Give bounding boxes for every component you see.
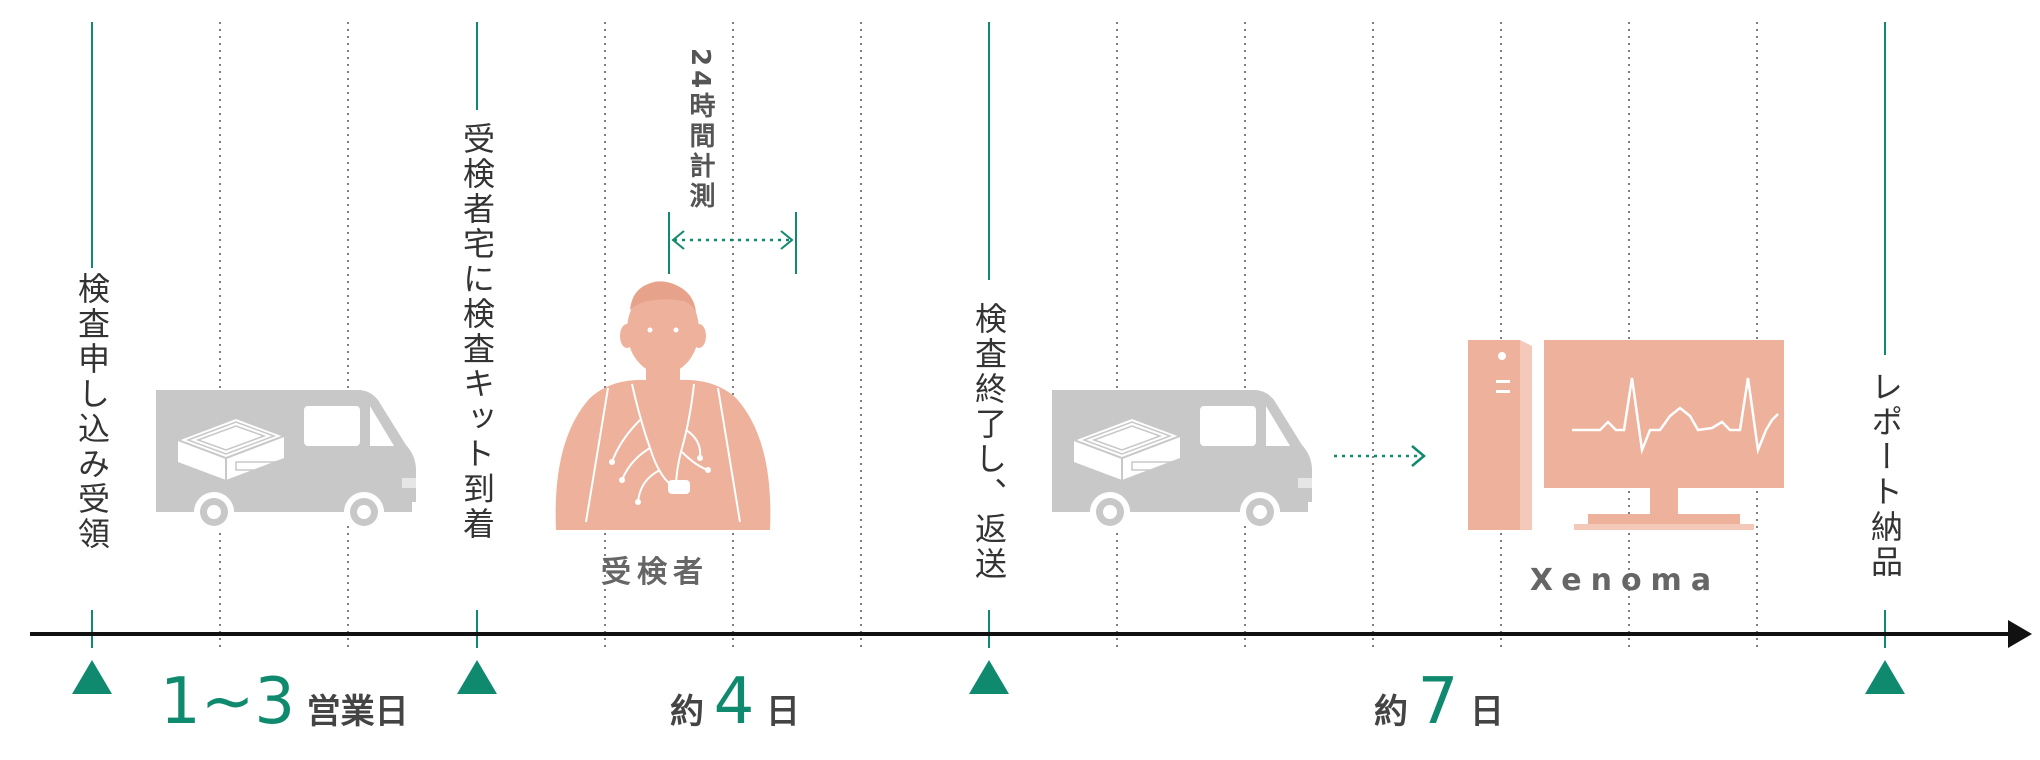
person-with-sensors-icon — [555, 281, 771, 530]
measure-label: 24時間計測 — [685, 48, 715, 212]
duration-3-number: 7 — [1418, 665, 1459, 739]
milestone-triangle-icon — [457, 660, 497, 694]
dotted-arrow-icon — [1334, 445, 1426, 467]
delivery-van-icon — [1052, 390, 1312, 532]
duration-1-unit: 営業日 — [307, 692, 409, 732]
computer-monitor-ecg-icon — [1468, 340, 1784, 530]
milestone-triangle-icon — [1865, 660, 1905, 694]
milestone-triangle-icon — [969, 660, 1009, 694]
duration-2: 約 4 日 — [670, 665, 800, 739]
milestone-label-3: 検査終了し、返送 — [970, 302, 1008, 582]
milestone-lines — [91, 22, 1886, 648]
milestone-label-1: 検査申し込み受領 — [73, 272, 111, 552]
duration-2-prefix: 約 — [670, 692, 704, 732]
timeline-arrowhead-icon — [2008, 620, 2032, 648]
duration-3: 約 7 日 — [1374, 665, 1504, 739]
duration-1: 1~3 営業日 — [160, 665, 409, 739]
delivery-van-icon — [156, 390, 416, 532]
duration-2-unit: 日 — [766, 692, 800, 732]
computer-label: Xenoma — [1530, 563, 1720, 598]
ecg-line — [1572, 377, 1779, 455]
milestone-label-4: レポート納品 — [1866, 370, 1904, 580]
duration-3-prefix: 約 — [1374, 692, 1408, 732]
duration-3-unit: 日 — [1470, 692, 1504, 732]
person-label: 受検者 — [601, 555, 709, 590]
milestone-label-2: 受検者宅に検査キット到着 — [458, 122, 496, 542]
duration-1-number: 1~3 — [160, 665, 295, 739]
duration-2-number: 4 — [714, 665, 755, 739]
measure-bracket — [668, 212, 797, 274]
milestone-markers — [72, 660, 1905, 694]
milestone-triangle-icon — [72, 660, 112, 694]
